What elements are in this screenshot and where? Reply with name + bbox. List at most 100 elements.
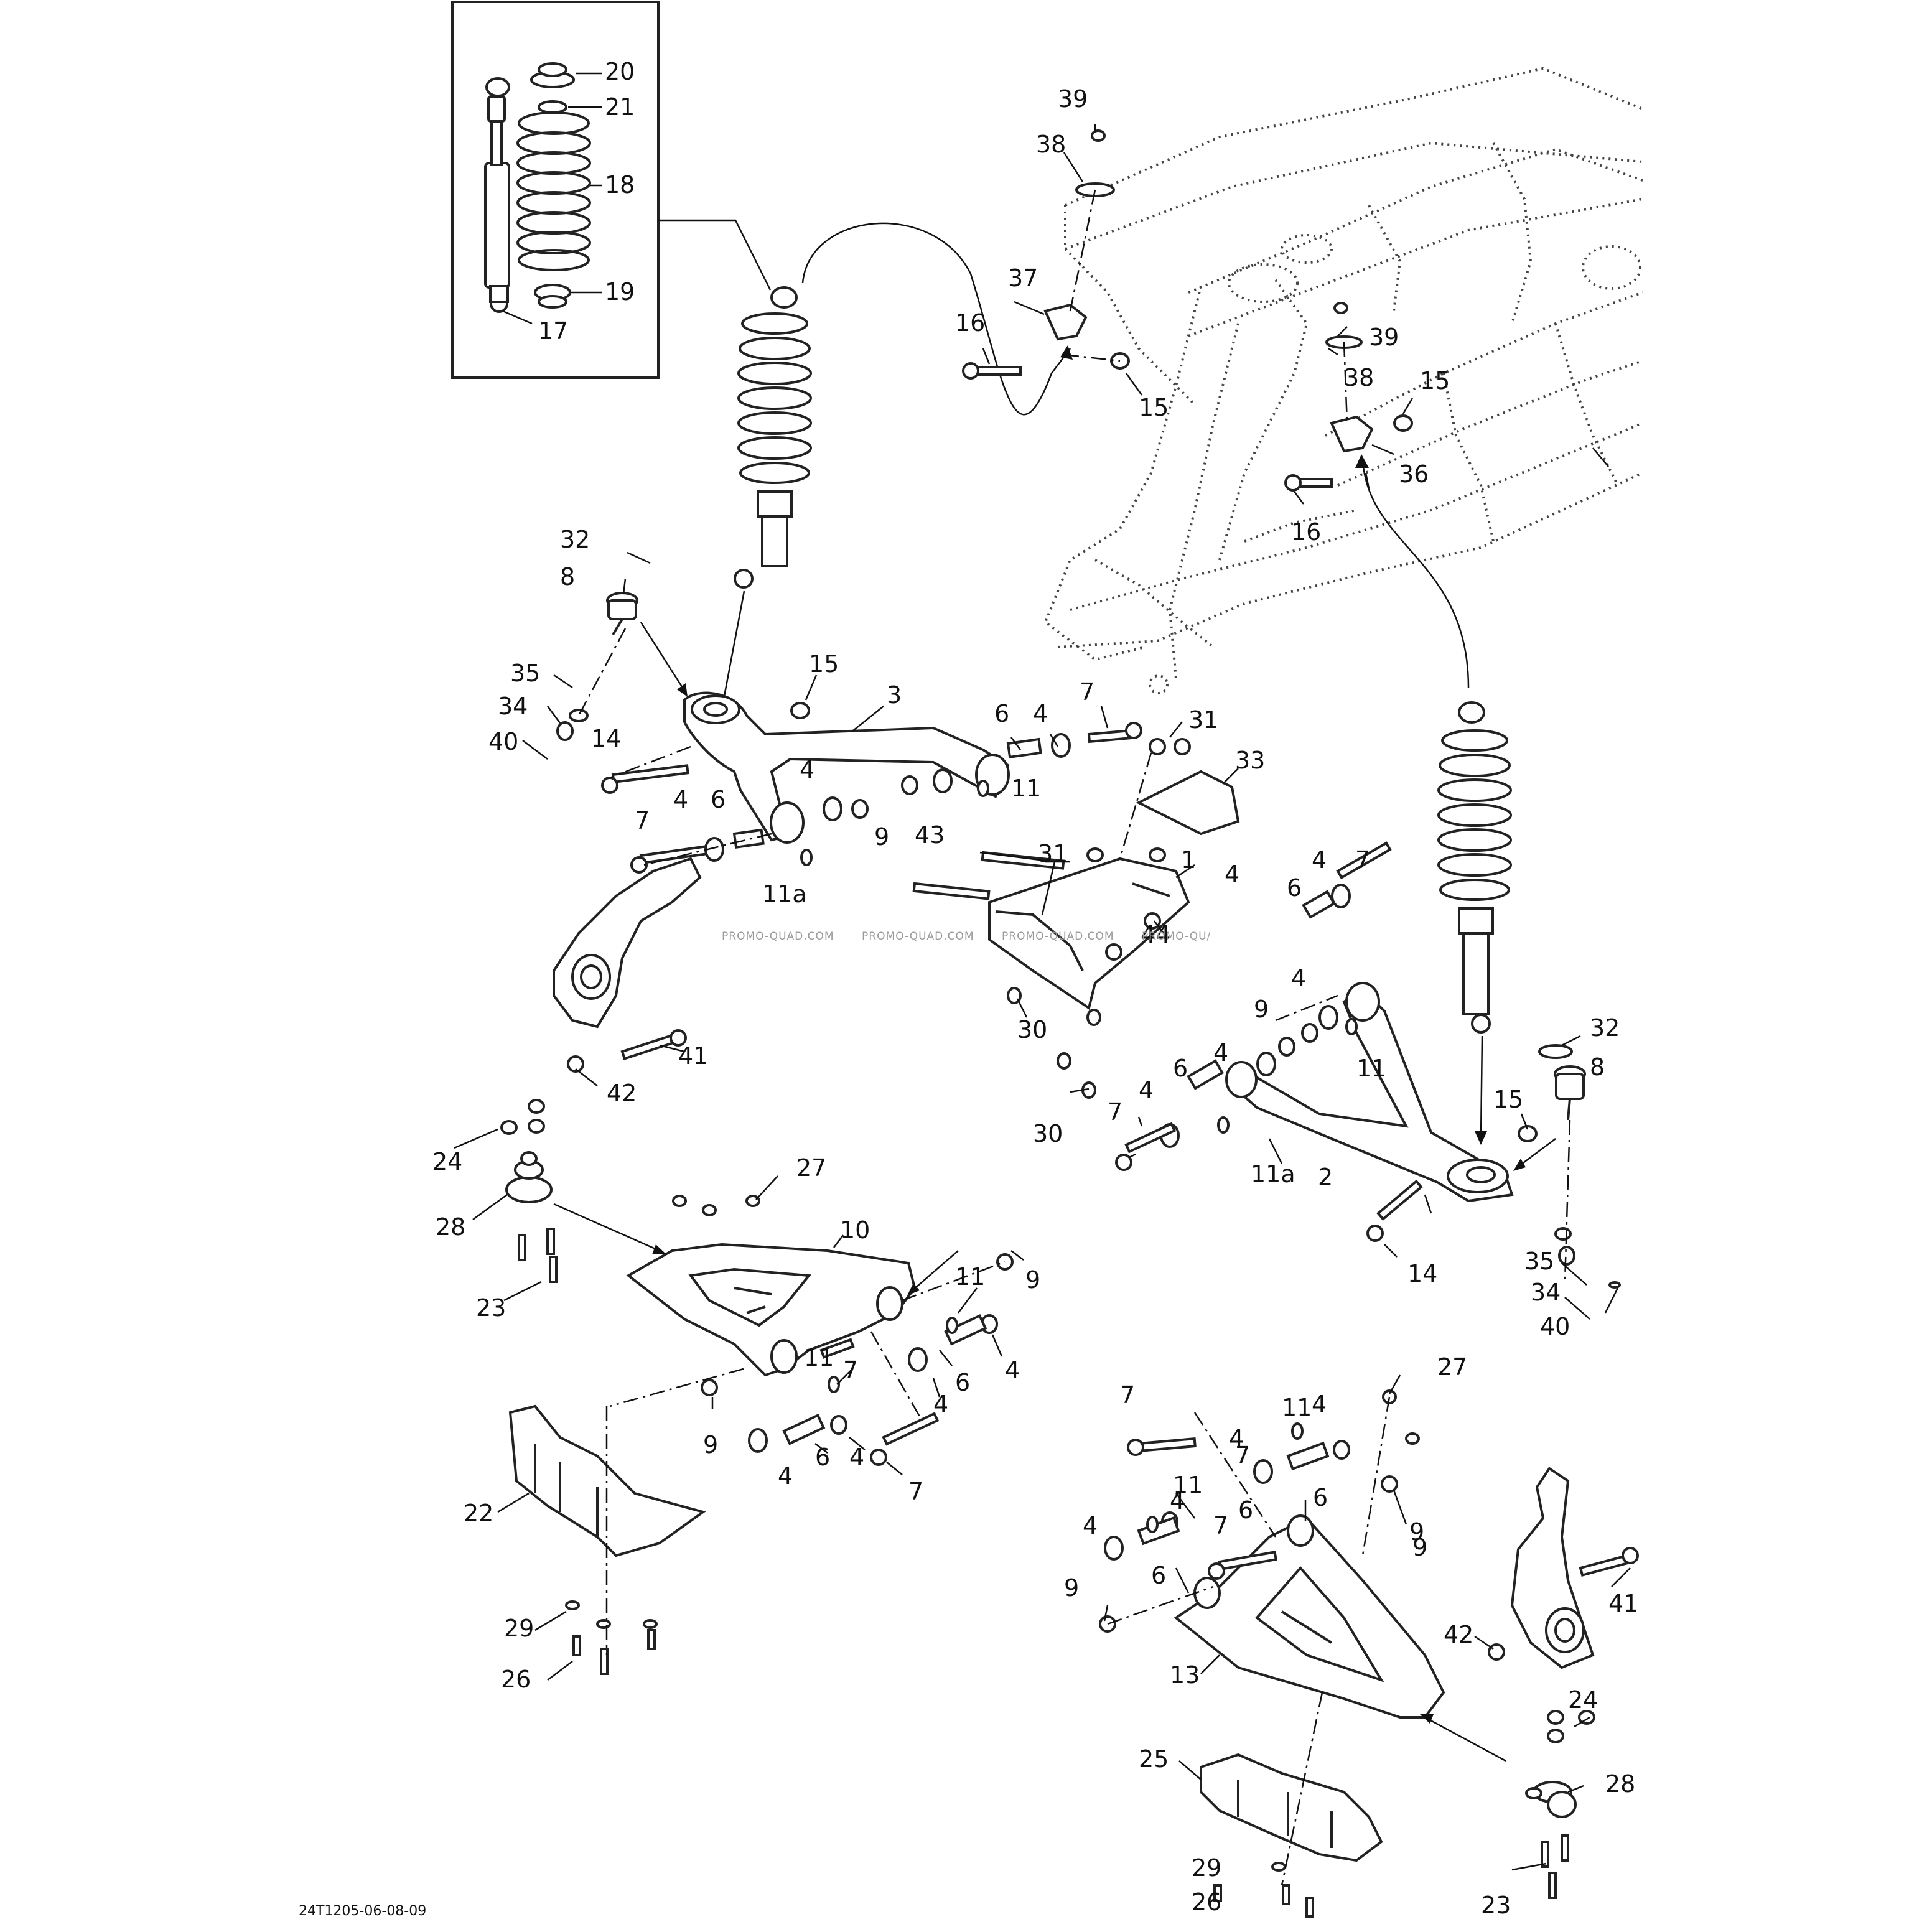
callout-29a: 29	[504, 1615, 534, 1642]
callout-9d: 9	[703, 1431, 718, 1458]
callout-4d: 4	[1312, 846, 1327, 874]
callout-11c: 11	[955, 1263, 985, 1290]
steering-knuckle-right	[1510, 1467, 1595, 1669]
callout-41a: 41	[678, 1042, 708, 1070]
hardware	[500, 129, 1639, 1918]
watermark-1: PROMO-QUAD.COM	[722, 930, 834, 943]
callout-38: 38	[1036, 131, 1066, 158]
callout-4h: 4	[1005, 1356, 1020, 1384]
callout-15d: 15	[1493, 1086, 1523, 1113]
callout-1: 1	[1181, 846, 1196, 874]
callout-43: 43	[915, 821, 945, 849]
ball-joint-right	[1525, 1781, 1577, 1818]
callout-36: 36	[1399, 460, 1429, 488]
callout-24b: 24	[1568, 1686, 1598, 1714]
callout-40: 40	[488, 728, 518, 755]
callout-24a: 24	[432, 1148, 462, 1175]
callout-19: 19	[605, 278, 635, 306]
callout-20: 20	[605, 58, 635, 85]
callout-6b: 6	[711, 786, 726, 813]
callout-10: 10	[840, 1216, 870, 1244]
callout-4l: 4	[1312, 1391, 1327, 1418]
drawing-code: 24T1205-06-08-09	[299, 1903, 426, 1919]
callout-7g: 7	[1120, 1381, 1135, 1409]
callout-4k: 4	[778, 1462, 793, 1490]
callout-6f: 6	[815, 1444, 830, 1471]
callout-41b: 41	[1608, 1590, 1638, 1617]
callout-11e: 11	[1282, 1394, 1312, 1421]
callout-6d: 6	[1173, 1055, 1188, 1082]
callout-15: 15	[1139, 394, 1169, 421]
callout-30a: 30	[1017, 1016, 1047, 1043]
callout-9-extra: 9	[1412, 1534, 1427, 1561]
callout-4g: 4	[1139, 1076, 1154, 1104]
ball-joint-left	[505, 1151, 553, 1203]
callout-23a: 23	[476, 1294, 506, 1322]
callout-6e: 6	[955, 1369, 970, 1396]
callout-35: 35	[510, 660, 540, 687]
callout-39: 39	[1058, 85, 1088, 113]
watermark: PROMO-QUAD.COM PROMO-QUAD.COM PROMO-QUAD…	[722, 930, 1210, 943]
callout-38b: 38	[1344, 364, 1374, 391]
callout-7f: 7	[908, 1478, 923, 1505]
callout-31: 31	[1188, 706, 1218, 734]
vehicle-frame	[1043, 67, 1643, 694]
callout-39b: 39	[1369, 324, 1399, 351]
callout-28a: 28	[436, 1213, 465, 1241]
callout-29b: 29	[1192, 1854, 1221, 1882]
callout-7a: 7	[1080, 678, 1094, 706]
callout-4j: 4	[849, 1444, 864, 1471]
callout-26b: 26	[1192, 1888, 1221, 1916]
assembly-arrows	[553, 622, 1556, 1762]
callout-4-extra: 4	[1225, 861, 1239, 888]
callout-3: 3	[887, 681, 902, 709]
callout-26a: 26	[501, 1666, 531, 1693]
callout-leaders	[454, 124, 1631, 1871]
callout-27b: 27	[1437, 1353, 1467, 1381]
upper-ball-joint-right	[1554, 1065, 1586, 1121]
callout-7c: 7	[1355, 846, 1370, 874]
callout-4m: 4	[1229, 1425, 1244, 1452]
watermark-2: PROMO-QUAD.COM	[862, 930, 974, 943]
callout-4b: 4	[800, 756, 814, 783]
callout-9e: 9	[1409, 1518, 1424, 1546]
callout-32: 32	[560, 526, 590, 553]
callout-44: 44	[1141, 921, 1170, 948]
callout-6h: 6	[1151, 1562, 1166, 1589]
callout-9c: 9	[1025, 1266, 1040, 1294]
callout-4o: 4	[1083, 1512, 1098, 1539]
callout-16b: 16	[1291, 518, 1321, 546]
callout-23b: 23	[1481, 1892, 1511, 1919]
callout-34b: 34	[1531, 1279, 1561, 1306]
callout-42b: 42	[1444, 1621, 1473, 1648]
callout-32b: 32	[1590, 1014, 1620, 1042]
callout-4n: 4	[1170, 1487, 1185, 1514]
callout-4c: 4	[673, 786, 688, 813]
callout-8b: 8	[1590, 1053, 1605, 1081]
callout-30b: 30	[1033, 1120, 1063, 1147]
callout-4i: 4	[933, 1391, 948, 1418]
shock-detail-inset	[451, 1, 772, 379]
upper-a-arm-right	[1225, 982, 1514, 1203]
callout-6a: 6	[994, 700, 1009, 727]
callout-21: 21	[605, 93, 635, 121]
callout-27a: 27	[796, 1154, 826, 1182]
callout-4f: 4	[1213, 1039, 1228, 1066]
shock-route-line	[801, 222, 1071, 416]
callout-28b: 28	[1605, 1770, 1635, 1798]
callout-11a-left: 11a	[762, 880, 807, 908]
watermark-3: PROMO-QUAD.COM	[1002, 930, 1114, 943]
callout-2: 2	[1318, 1164, 1333, 1191]
callout-7e: 7	[843, 1356, 858, 1384]
callout-18: 18	[605, 171, 635, 198]
callout-4a: 4	[1033, 700, 1048, 727]
callout-6c: 6	[1287, 874, 1302, 902]
right-shock-assembly	[1437, 701, 1512, 1145]
callout-labels: 20 21 18 19 17 39 38 37 16 15 39 38 15 3…	[432, 58, 1638, 1919]
callout-6g: 6	[1313, 1484, 1328, 1511]
callout-11f: 11	[1173, 1472, 1203, 1499]
callout-14: 14	[591, 725, 621, 752]
skid-plate-right	[1200, 1753, 1383, 1862]
